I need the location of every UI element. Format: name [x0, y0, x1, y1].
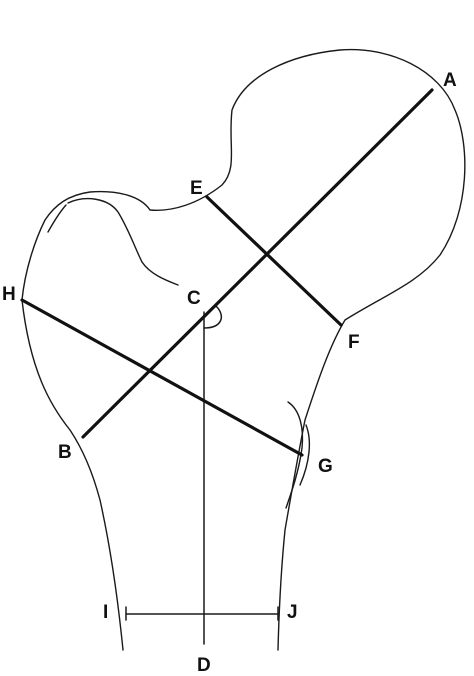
line-a-b — [81, 88, 434, 439]
trochanteric-contour — [67, 197, 179, 286]
label-f: F — [348, 332, 360, 353]
label-j: J — [287, 602, 298, 623]
label-a: A — [443, 70, 457, 91]
label-i: I — [103, 602, 108, 623]
label-e: E — [190, 178, 203, 199]
label-b: B — [58, 442, 72, 463]
label-g: G — [318, 456, 333, 477]
lesser-trochanter-contour — [285, 401, 304, 509]
label-h: H — [2, 284, 16, 305]
label-d: D — [197, 655, 211, 676]
line-e-f — [205, 195, 343, 327]
femur-outline — [21, 48, 466, 651]
line-h-g — [20, 298, 304, 457]
label-c: C — [187, 288, 201, 309]
trochanter-detail — [47, 204, 67, 233]
angle-arc-c — [203, 305, 223, 329]
lesser-trochanter-edge — [299, 424, 311, 486]
